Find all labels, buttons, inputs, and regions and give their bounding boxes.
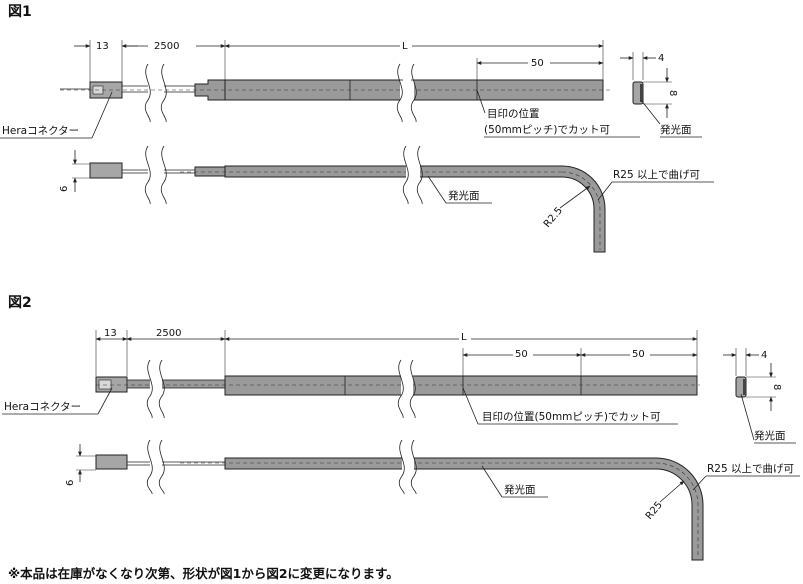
cut-mark-label: 目印の位置(50mmピッチ)でカット可 [482, 410, 661, 423]
radius-label: R2.5 [542, 205, 565, 230]
dimension-2500-label: 2500 [156, 328, 181, 339]
bend-label: R25 以上で曲げ可 [613, 169, 700, 181]
dimension-6-label: 6 [59, 186, 70, 192]
dimension-50a-label: 50 [515, 349, 528, 360]
strip-bent-view: 6 R25 R25 以上で曲げ可 発光面 [65, 439, 800, 561]
dimension-50b-label: 50 [632, 349, 645, 360]
dimension-50: 50 [476, 55, 604, 80]
dimension-l: L [224, 40, 604, 80]
strip-straight-view [60, 63, 610, 123]
dimension-l: L [224, 330, 698, 376]
dimension-13: 13 [95, 328, 128, 376]
dimension-13: 13 [74, 40, 138, 84]
emit-face-label-side: 発光面 [660, 123, 692, 136]
dimension-4-label: 4 [761, 350, 767, 361]
cross-section-view: 4 8 発光面 [723, 348, 796, 444]
cross-section-view: 4 8 発光面 [620, 52, 702, 138]
figure-1: 図1 13 2500 L 50 [0, 4, 714, 253]
dimension-8-label: 8 [771, 384, 782, 390]
dimension-50-label: 50 [531, 58, 544, 69]
strip-straight-view [95, 359, 700, 419]
connector-callout: Heraコネクター [2, 387, 113, 415]
dimension-4-label: 4 [658, 53, 664, 64]
connector-label: Heraコネクター [2, 125, 79, 137]
footnote: ※本品は在庫がなくなり次第、形状が図1から図2に変更になります。 [8, 566, 399, 581]
dimension-2500-label: 2500 [154, 41, 179, 52]
dimension-50-pair: 50 50 [462, 347, 698, 376]
dimension-l-label: L [461, 332, 467, 343]
radius-label: R25 [644, 500, 665, 522]
dimension-2500: 2500 [126, 328, 226, 376]
bend-label: R25 以上で曲げ可 [707, 463, 794, 475]
cut-mark-callout: 目印の位置 (50mmピッチ)でカット可 [476, 89, 640, 138]
dimension-l-label: L [402, 41, 408, 52]
emit-face-label-bottom: 発光面 [448, 189, 480, 202]
connector-label: Heraコネクター [4, 401, 81, 413]
cut-mark-label-line1: 目印の位置 [487, 107, 540, 120]
dimension-2500: 2500 [122, 41, 226, 52]
emit-face-label-side: 発光面 [754, 429, 786, 442]
figure-2: 図2 13 2500 L 50 [2, 295, 800, 561]
emit-face-label-bottom: 発光面 [504, 483, 536, 496]
connector-body-side [95, 454, 128, 470]
connector-callout: Heraコネクター [0, 91, 113, 139]
dimension-13-label: 13 [96, 41, 109, 52]
dimension-13-label: 13 [104, 328, 117, 339]
connector-body-side [89, 162, 123, 179]
cut-mark-label-line2: (50mmピッチ)でカット可 [484, 124, 610, 136]
strip-bent-view: 6 R2.5 R25 以上で曲げ可 発光面 [59, 145, 714, 253]
cut-mark-callout: 目印の位置(50mmピッチ)でカット可 [462, 387, 678, 425]
dimension-6-label: 6 [65, 480, 76, 486]
dimension-8-label: 8 [667, 90, 678, 96]
figure-2-title: 図2 [8, 295, 32, 311]
figure-1-title: 図1 [8, 4, 32, 20]
